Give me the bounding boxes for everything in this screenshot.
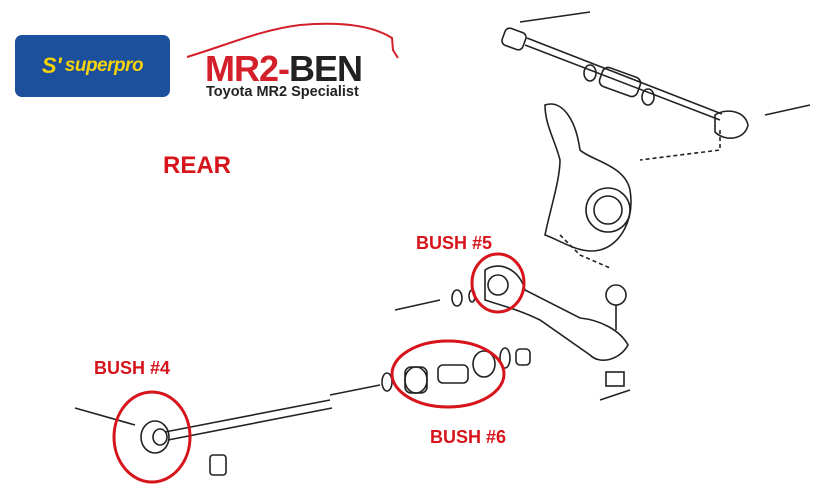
superpro-mark-icon: S' [41, 53, 62, 78]
bush6-parts [329, 347, 531, 396]
bush5-highlight-circle [470, 252, 526, 314]
steering-knuckle [544, 103, 721, 269]
bush5-label: BUSH #5 [416, 233, 493, 253]
bush4-label: BUSH #4 [94, 358, 171, 378]
bush6-label: BUSH #6 [430, 427, 507, 447]
lateral-rod [74, 399, 333, 476]
superpro-wordmark: superpro [64, 55, 144, 76]
mr2ben-logo: MR2-BEN [205, 48, 363, 89]
mr2ben-dark-text: BEN [289, 48, 363, 89]
upper-strut-rod [501, 11, 811, 139]
mr2ben-tagline: Toyota MR2 Specialist [206, 84, 359, 100]
bush6-highlight-circle [390, 339, 506, 409]
mr2ben-car-outline [186, 22, 399, 59]
lower-arm [394, 265, 631, 401]
mr2ben-red-text: MR2- [205, 48, 290, 89]
rear-heading: REAR [163, 152, 232, 179]
bush4-highlight-circle [112, 390, 192, 484]
superpro-logo: S' superpro [15, 35, 170, 97]
